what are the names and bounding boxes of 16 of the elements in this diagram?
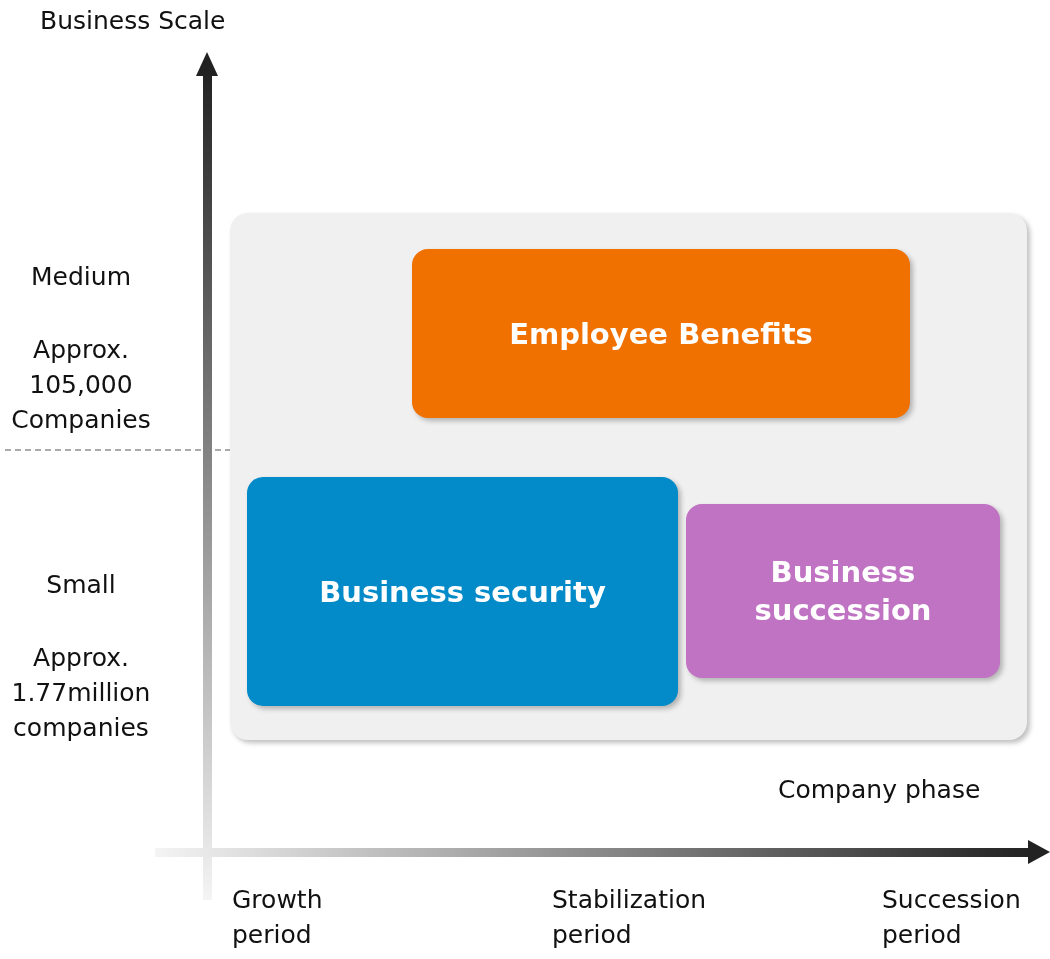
box-label: Business security [319, 573, 606, 611]
box-label: Employee Benefits [509, 315, 813, 353]
category-box [686, 504, 1000, 678]
phase-label: Succession period [882, 884, 1022, 951]
box-label: Business succession [753, 554, 933, 629]
axis-title: Company phase [778, 774, 982, 806]
panel-background [230, 213, 1027, 740]
scale-label: Medium [30, 261, 132, 293]
category-box [247, 477, 678, 706]
phase-label: Stabilization period [552, 884, 708, 951]
count-label: Approx. 105,000 Companies [10, 334, 152, 436]
count-label: Approx. 1.77million companies [10, 642, 152, 744]
category-box [412, 249, 910, 418]
phase-label: Growth period [232, 884, 324, 951]
axis-title: Business Scale [40, 5, 227, 37]
scale-label: Small [45, 569, 117, 601]
